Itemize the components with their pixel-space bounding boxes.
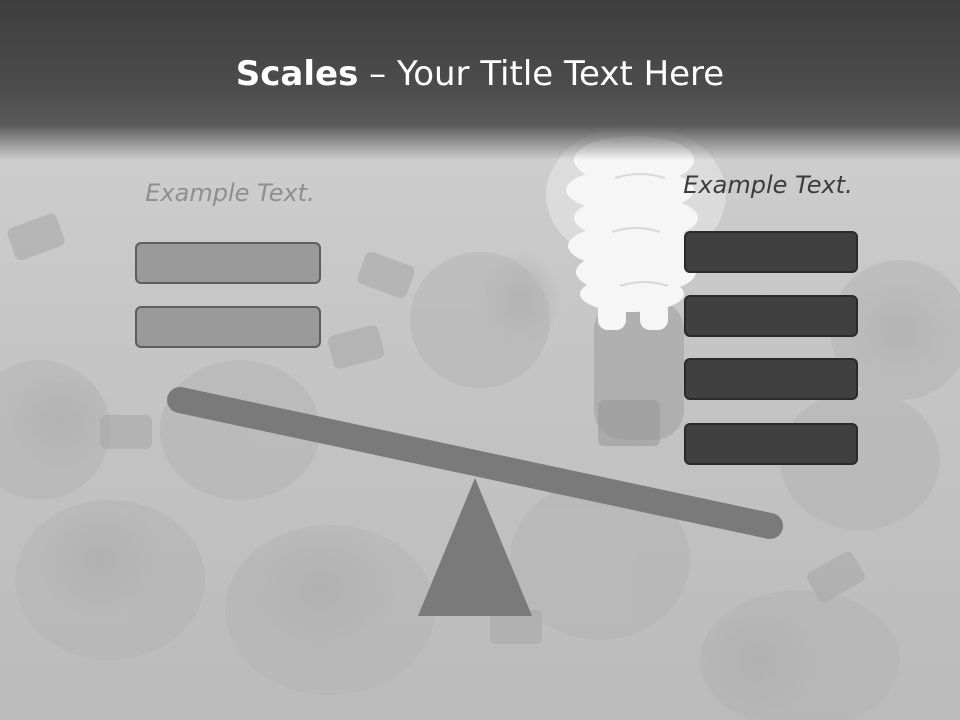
left-box-2 [135,306,321,348]
fulcrum-triangle [418,478,532,616]
right-example-text: Example Text. [683,171,853,199]
title-bar: Scales – Your Title Text Here [0,0,960,160]
slide-title: Scales – Your Title Text Here [0,52,960,96]
right-box-3 [684,358,858,400]
right-box-1 [684,231,858,273]
title-bold: Scales [235,54,359,94]
left-example-text: Example Text. [145,179,315,207]
left-box-1 [135,242,321,284]
right-box-2 [684,295,858,337]
seesaw-beam [167,387,783,539]
title-rest: – Your Title Text Here [358,54,725,94]
right-box-4 [684,423,858,465]
